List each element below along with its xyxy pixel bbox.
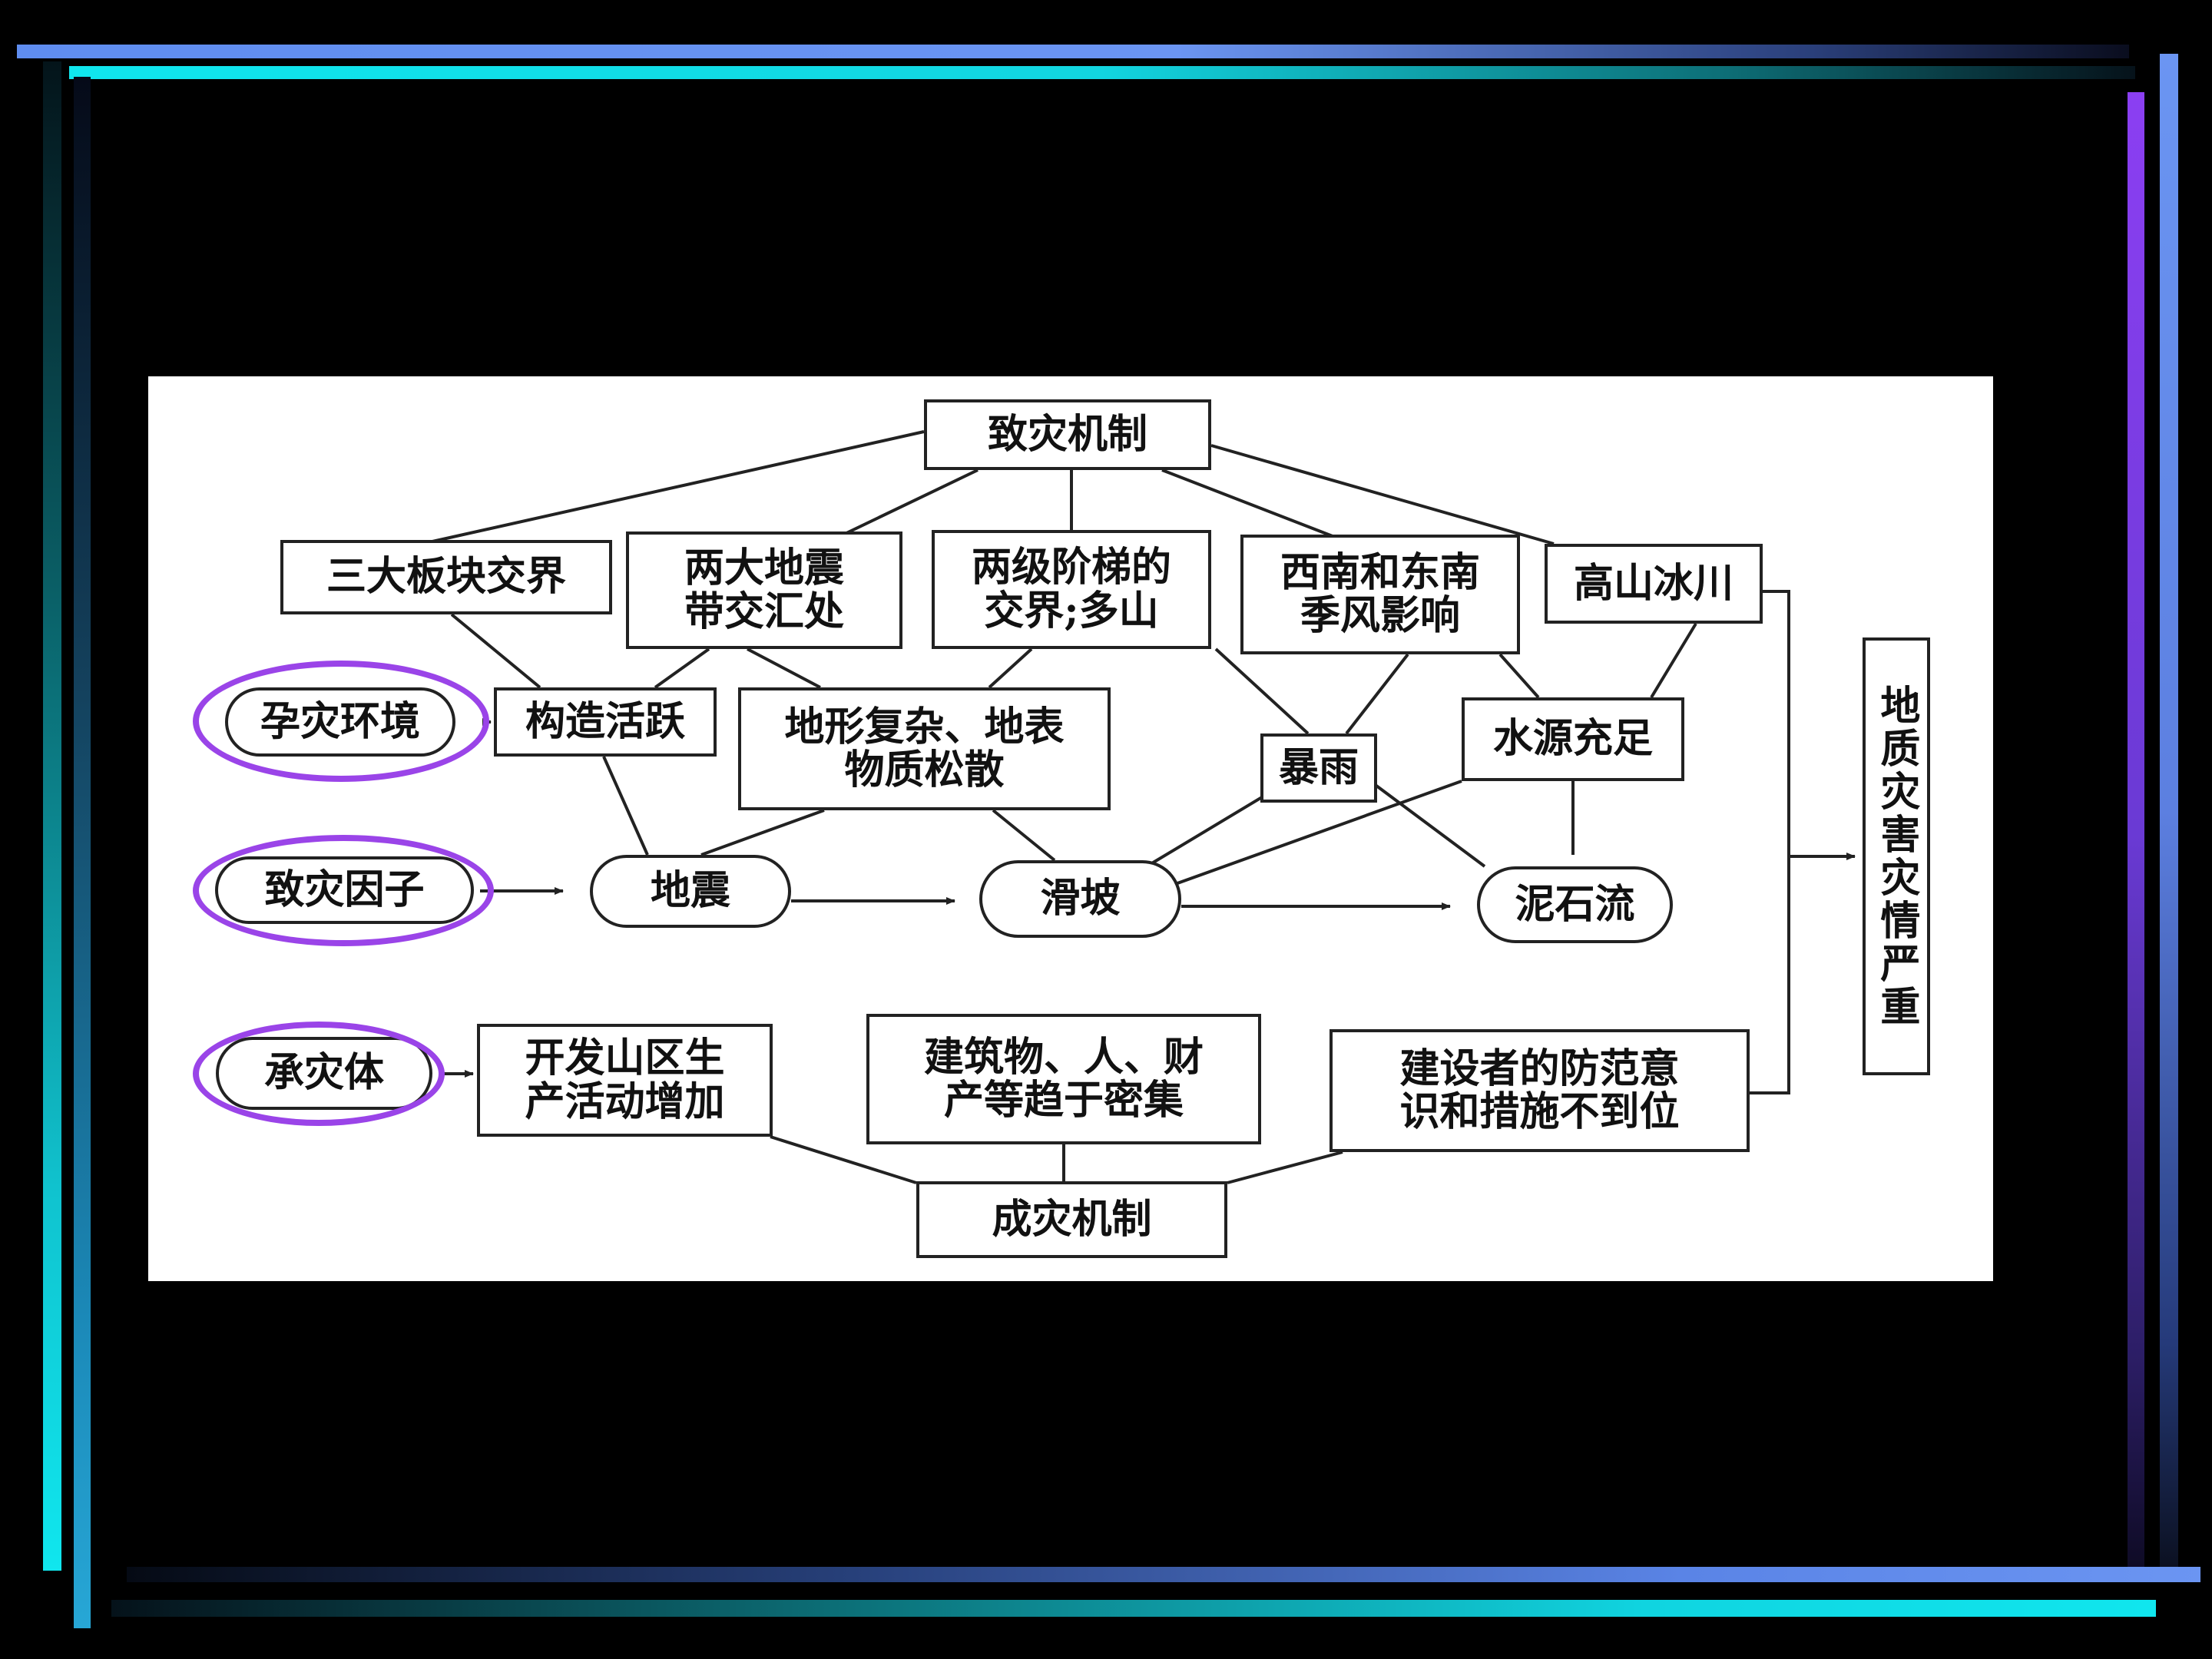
node-debris-flow: 泥石流 — [1477, 866, 1673, 943]
label-assets-line1: 建筑物、人、财 — [923, 1033, 1204, 1081]
frame-bar-bottom-inner — [127, 1567, 2200, 1582]
node-glacier: 高山冰川 — [1545, 544, 1763, 624]
label-water: 水源充足 — [1492, 715, 1653, 763]
frame-bar-right-outer — [2160, 54, 2178, 1571]
frame-bar-left-outer — [43, 61, 61, 1571]
node-quake-belts: 两大地震 带交汇处 — [626, 531, 902, 649]
node-bottom-mechanism: 成灾机制 — [916, 1181, 1227, 1258]
connector-layer — [432, 430, 1856, 1184]
node-monsoon: 西南和东南 季风影响 — [1240, 535, 1520, 654]
frame-bar-left-inner — [74, 77, 91, 1628]
highlight-ring-carrier — [193, 1022, 445, 1126]
node-plates: 三大板块交界 — [280, 540, 612, 614]
edge-terrain-landslide — [992, 809, 1056, 862]
diagram-panel: 致灾机制 三大板块交界 两大地震 带交汇处 两级阶梯的 交界;多山 西南和东南 … — [148, 376, 1993, 1281]
edge-glacier-water — [1650, 622, 1697, 699]
label-rainstorm: 暴雨 — [1278, 743, 1359, 791]
edge-terraces-rainstorm — [1214, 647, 1310, 735]
label-monsoon-line1: 西南和东南 — [1280, 548, 1480, 596]
label-bottom-mechanism: 成灾机制 — [992, 1195, 1152, 1243]
label-earthquake: 地震 — [650, 867, 730, 915]
edge-bracket-right — [1750, 590, 1790, 1094]
edge-monsoon-rainstorm — [1345, 653, 1409, 735]
label-terraces-line1: 两级阶梯的 — [971, 544, 1171, 591]
edge-terraces-terrain — [988, 647, 1033, 689]
label-top-mechanism: 致灾机制 — [987, 410, 1147, 458]
label-landslide: 滑坡 — [1040, 875, 1121, 922]
label-tectonic: 构造活跃 — [525, 697, 685, 745]
edge-quakebelts-tectonic — [654, 647, 710, 689]
label-terrain-line2: 物质松散 — [844, 747, 1005, 793]
label-assets-line2: 产等趋于密集 — [943, 1077, 1184, 1124]
node-terrain: 地形复杂、地表 物质松散 — [738, 687, 1111, 810]
label-monsoon-line2: 季风影响 — [1300, 592, 1460, 639]
highlight-ring-environment — [193, 661, 489, 782]
edge-quakebelts-terrain — [747, 647, 821, 689]
label-quake-belts-line2: 带交汇处 — [684, 588, 844, 635]
label-terrain-line1: 地形复杂、地表 — [784, 703, 1065, 750]
label-development-line1: 开发山区生 — [525, 1035, 725, 1082]
label-glacier: 高山冰川 — [1573, 559, 1734, 607]
label-awareness-line2: 识和措施不到位 — [1399, 1088, 1680, 1135]
node-top-mechanism: 致灾机制 — [924, 399, 1211, 470]
frame-bar-top-inner — [69, 66, 2135, 79]
edge-terrain-earthquake — [700, 809, 825, 856]
label-plates: 三大板块交界 — [326, 553, 566, 601]
frame-bar-bottom-outer — [111, 1600, 2156, 1617]
edge-mechanism-plates — [432, 430, 925, 543]
label-debris-flow: 泥石流 — [1515, 880, 1635, 928]
frame-bar-right-inner — [2128, 92, 2144, 1578]
node-awareness: 建设者的防范意 识和措施不到位 — [1330, 1029, 1750, 1152]
label-quake-belts-line1: 两大地震 — [684, 545, 844, 592]
node-terraces: 两级阶梯的 交界;多山 — [932, 530, 1211, 649]
label-awareness-line1: 建设者的防范意 — [1399, 1045, 1680, 1092]
label-result: 地质灾害灾情严重 — [1873, 684, 1920, 1028]
edge-mechanism-glacier — [1210, 444, 1555, 545]
node-tectonic: 构造活跃 — [494, 687, 717, 757]
node-development: 开发山区生 产活动增加 — [477, 1024, 773, 1137]
edge-awareness-bottom — [1227, 1151, 1343, 1184]
edge-rainstorm-debrisflow — [1372, 782, 1486, 868]
edge-development-bottom — [770, 1135, 917, 1184]
node-landslide: 滑坡 — [979, 860, 1181, 938]
label-development-line2: 产活动增加 — [525, 1078, 725, 1125]
node-assets: 建筑物、人、财 产等趋于密集 — [866, 1014, 1261, 1144]
label-terraces-line2: 交界;多山 — [984, 587, 1159, 634]
node-earthquake: 地震 — [590, 855, 791, 928]
edge-plates-tectonic — [450, 613, 541, 689]
edge-water-landslide — [1177, 780, 1462, 885]
node-water: 水源充足 — [1462, 697, 1684, 781]
edge-tectonic-earthquake — [602, 756, 649, 856]
highlight-ring-factor — [193, 835, 494, 946]
edge-mechanism-monsoon — [1161, 469, 1347, 543]
frame-bar-top-outer — [17, 45, 2129, 58]
node-rainstorm: 暴雨 — [1260, 733, 1377, 803]
node-result: 地质灾害灾情严重 — [1863, 637, 1930, 1075]
edge-monsoon-water — [1498, 653, 1540, 699]
